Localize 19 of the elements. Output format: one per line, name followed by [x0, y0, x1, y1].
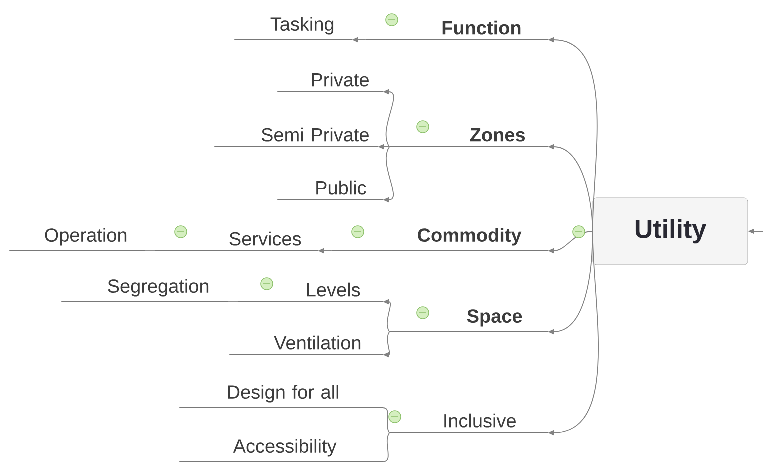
- subtopic: Inclusive: [389, 414, 548, 434]
- topic-box: Utility: [592, 198, 748, 266]
- subtopic: Private: [277, 72, 384, 92]
- subtopic: Ventilation: [229, 336, 384, 356]
- subtopic: Operation: [9, 228, 146, 252]
- subtopic: Levels: [237, 282, 384, 302]
- connector: [144, 250, 156, 252]
- subtopic: Design for all: [179, 385, 384, 408]
- subtopic: Semi Private: [214, 128, 378, 148]
- subtopic: Segregation: [61, 279, 228, 302]
- subtopic: Tasking: [234, 17, 352, 40]
- branch-topic: Function: [365, 20, 548, 40]
- branch-topic: Zones: [389, 128, 548, 148]
- branch-topic: Commodity: [331, 228, 548, 252]
- connector: [382, 408, 390, 434]
- branch-topic: Space: [389, 310, 548, 332]
- subtopic: Accessibility: [179, 439, 384, 462]
- subtopic: Services: [154, 232, 318, 252]
- subtopic: Public: [277, 180, 384, 200]
